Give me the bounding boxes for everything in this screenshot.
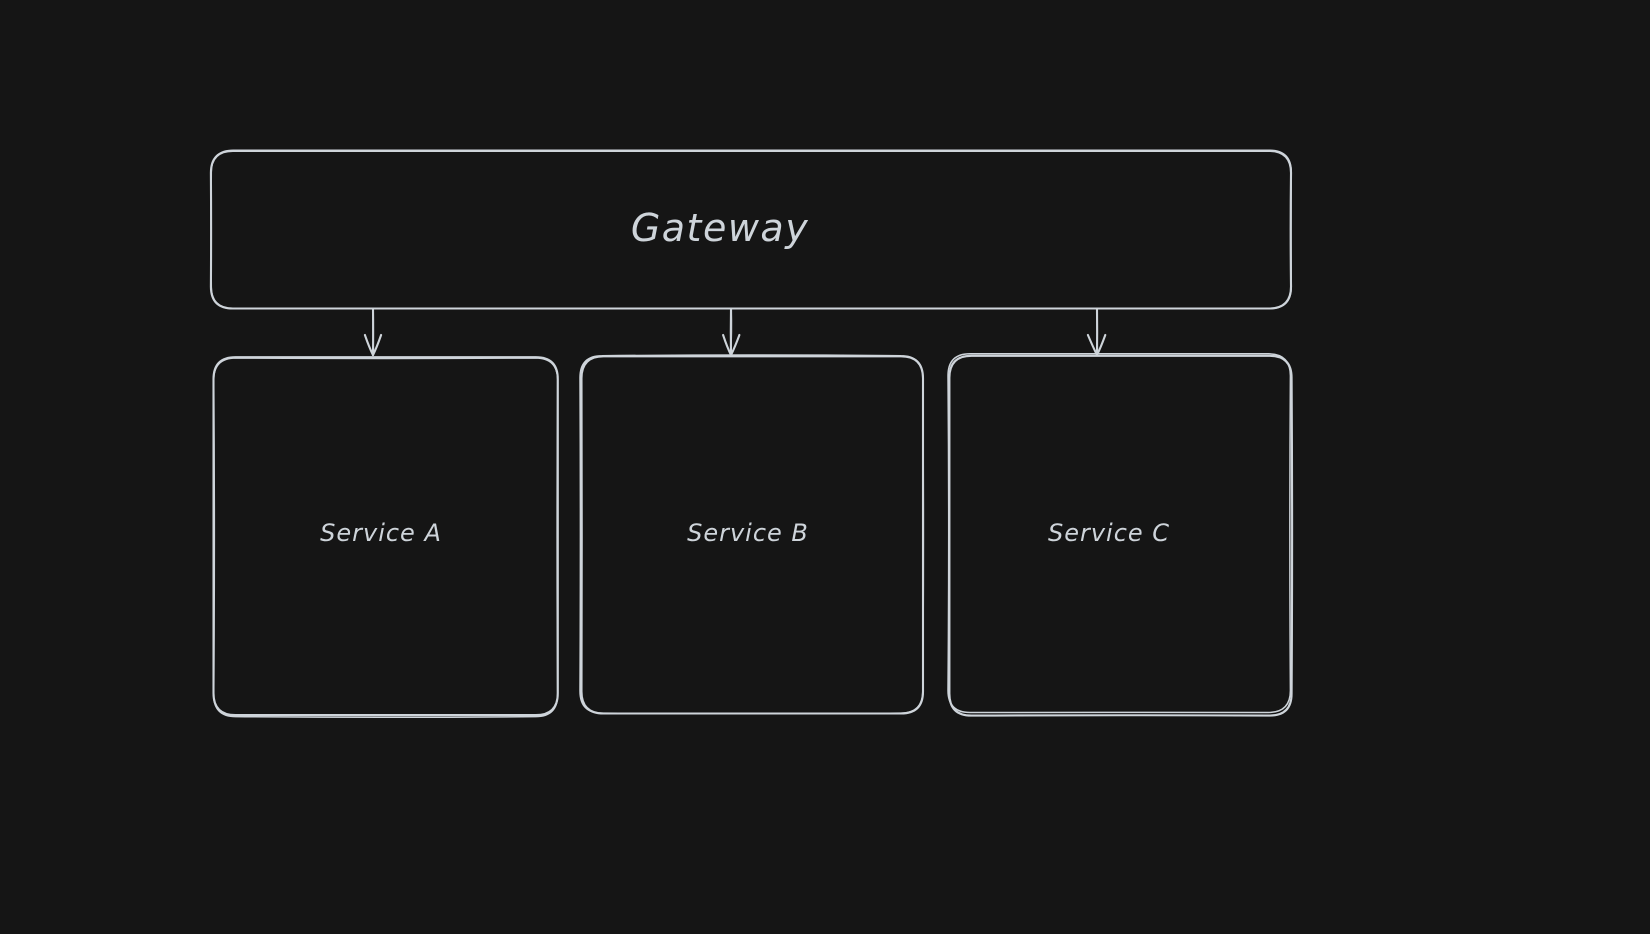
node-label-service-c: Service C (1047, 519, 1171, 547)
node-label-service-a: Service A (320, 519, 442, 547)
node-service-b[interactable] (581, 357, 923, 715)
node-label-gateway: Gateway (630, 206, 810, 250)
node-gateway[interactable] (211, 151, 1291, 309)
node-service-c[interactable] (949, 355, 1292, 715)
node-service-a[interactable] (213, 357, 557, 715)
edge-gateway-to-service-b[interactable] (719, 307, 743, 357)
node-label-service-b: Service B (687, 519, 809, 547)
edge-gateway-to-service-a[interactable] (361, 307, 385, 357)
edge-gateway-to-service-c[interactable] (1085, 307, 1109, 357)
